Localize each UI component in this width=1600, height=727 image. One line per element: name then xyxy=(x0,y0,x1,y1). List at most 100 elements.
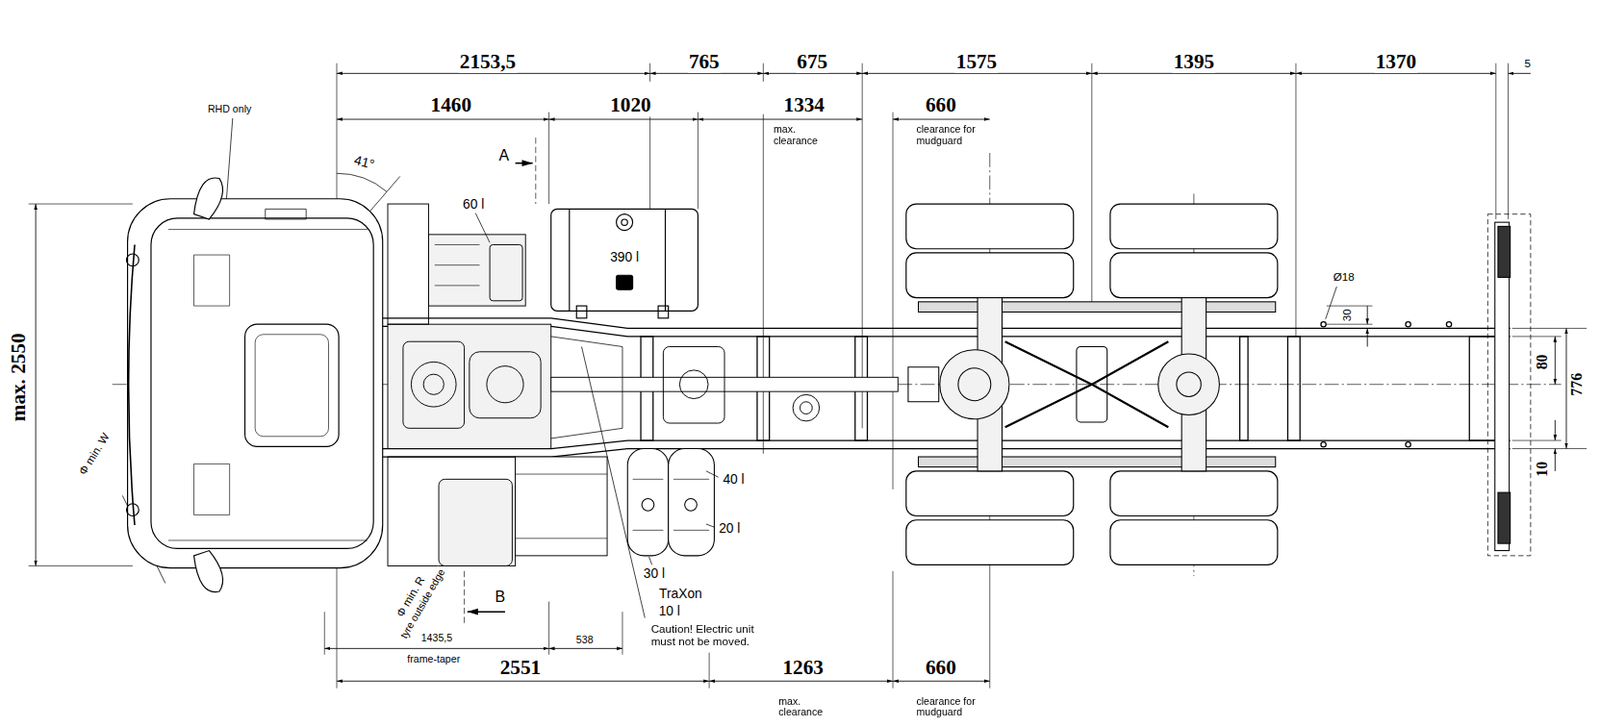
air-tanks xyxy=(582,347,719,619)
dimension-lines xyxy=(892,119,991,121)
air-tanks xyxy=(706,471,719,478)
extension-lines xyxy=(762,114,764,455)
fuel-tank xyxy=(551,208,699,318)
dimension-note: frame-taper xyxy=(406,653,461,665)
rear-bumper xyxy=(1498,226,1511,278)
dimension-note: clearance for mudguard xyxy=(914,123,981,146)
wheels xyxy=(1110,253,1278,299)
tank-volume: 30 l xyxy=(642,565,666,582)
dimension-value: 1435,5 xyxy=(420,633,455,645)
side-components xyxy=(387,203,429,325)
rear-axles xyxy=(1076,347,1108,423)
view-letter: A xyxy=(498,146,511,164)
extension-lines xyxy=(1495,63,1497,220)
center-lines xyxy=(463,571,465,625)
dimension-lines xyxy=(697,119,863,121)
view-arrows xyxy=(515,162,534,165)
frame-rails xyxy=(1469,336,1497,441)
view-letter: B xyxy=(493,587,507,606)
rear-axles xyxy=(1176,372,1201,397)
dimension-value: 2551 xyxy=(499,656,543,680)
dimension-value: 538 xyxy=(575,634,595,646)
truck-cab xyxy=(126,504,140,517)
rear-bumper xyxy=(1498,492,1511,544)
truck-cab xyxy=(127,199,383,569)
side-components xyxy=(515,457,608,557)
extension-lines xyxy=(892,571,894,689)
extension-lines xyxy=(697,112,699,210)
dimension-value: 1263 xyxy=(781,656,825,680)
dimension-value: 30 xyxy=(1341,307,1354,323)
engine-gearbox xyxy=(551,336,623,439)
dimension-value: 1020 xyxy=(609,93,653,117)
frame-rails xyxy=(382,286,1511,458)
engine-gearbox xyxy=(387,324,552,449)
extension-lines xyxy=(548,112,550,204)
dimension-lines xyxy=(1295,73,1497,75)
dimension-lines xyxy=(1367,305,1369,325)
rear-axles xyxy=(1158,354,1220,416)
tank-volume: 10 l xyxy=(658,603,682,619)
dimension-lines xyxy=(549,648,623,650)
dimension-lines xyxy=(1554,449,1556,472)
dimension-lines xyxy=(1554,336,1556,385)
rear-axles xyxy=(1005,341,1169,428)
extension-lines xyxy=(1512,328,1587,330)
caution-note: Caution! Electric unit must not be moved… xyxy=(650,623,765,648)
dimension-value: 765 xyxy=(687,49,721,73)
tank-volume: 390 l xyxy=(609,249,640,265)
truck-cab xyxy=(168,229,368,541)
dimension-lines xyxy=(1508,73,1531,75)
frame-rails xyxy=(382,449,1511,458)
frame-rails xyxy=(1405,442,1411,448)
dimension-value: 660 xyxy=(924,93,958,117)
radius-note: Φ min. W xyxy=(76,430,113,479)
frame-rails xyxy=(1325,286,1338,320)
rear-axles xyxy=(958,368,991,402)
center-lines xyxy=(989,571,991,689)
frame-rails xyxy=(1446,322,1451,328)
dimension-lines xyxy=(336,119,550,121)
dimension-lines xyxy=(862,73,1093,75)
dimension-lines xyxy=(709,681,893,683)
air-tanks xyxy=(706,524,714,528)
wheels xyxy=(906,471,1074,517)
fuel-tank xyxy=(664,208,666,311)
dimension-value: max. 2550 xyxy=(6,331,30,423)
dimension-lines xyxy=(336,681,710,683)
air-tanks xyxy=(633,479,711,531)
engine-gearbox xyxy=(423,374,444,395)
extension-lines xyxy=(1326,305,1373,307)
truck-cab xyxy=(126,177,383,593)
air-tanks xyxy=(582,347,646,619)
extension-lines xyxy=(1091,63,1093,306)
rear-axles xyxy=(908,367,940,403)
dimension-lines xyxy=(1566,328,1568,449)
extension-lines xyxy=(762,63,764,82)
dimension-note: clearance for mudguard xyxy=(914,695,981,718)
rear-axles xyxy=(918,302,1276,313)
extension-lines xyxy=(1512,448,1587,450)
extension-lines xyxy=(709,653,711,689)
truck-cab xyxy=(194,177,224,220)
rear-axles xyxy=(908,298,1276,472)
wheels xyxy=(906,203,1074,250)
frame-rails xyxy=(382,440,1511,449)
extension-lines xyxy=(649,114,651,210)
dimension-value: 1334 xyxy=(782,93,826,117)
truck-cab xyxy=(151,218,374,550)
fuel-tank xyxy=(616,275,634,290)
side-components xyxy=(515,474,608,539)
extension-lines xyxy=(324,611,326,656)
side-components xyxy=(475,213,490,244)
dimension-note: max. clearance xyxy=(772,123,826,146)
dimension-value: 776 xyxy=(1569,372,1587,398)
engine-gearbox xyxy=(403,341,465,429)
extension-lines xyxy=(892,112,894,490)
fuel-tank xyxy=(616,214,634,231)
dimension-value: 1395 xyxy=(1172,49,1217,73)
center-lines xyxy=(112,137,1562,689)
extension-lines xyxy=(1507,63,1509,220)
truck-cab xyxy=(126,253,140,267)
